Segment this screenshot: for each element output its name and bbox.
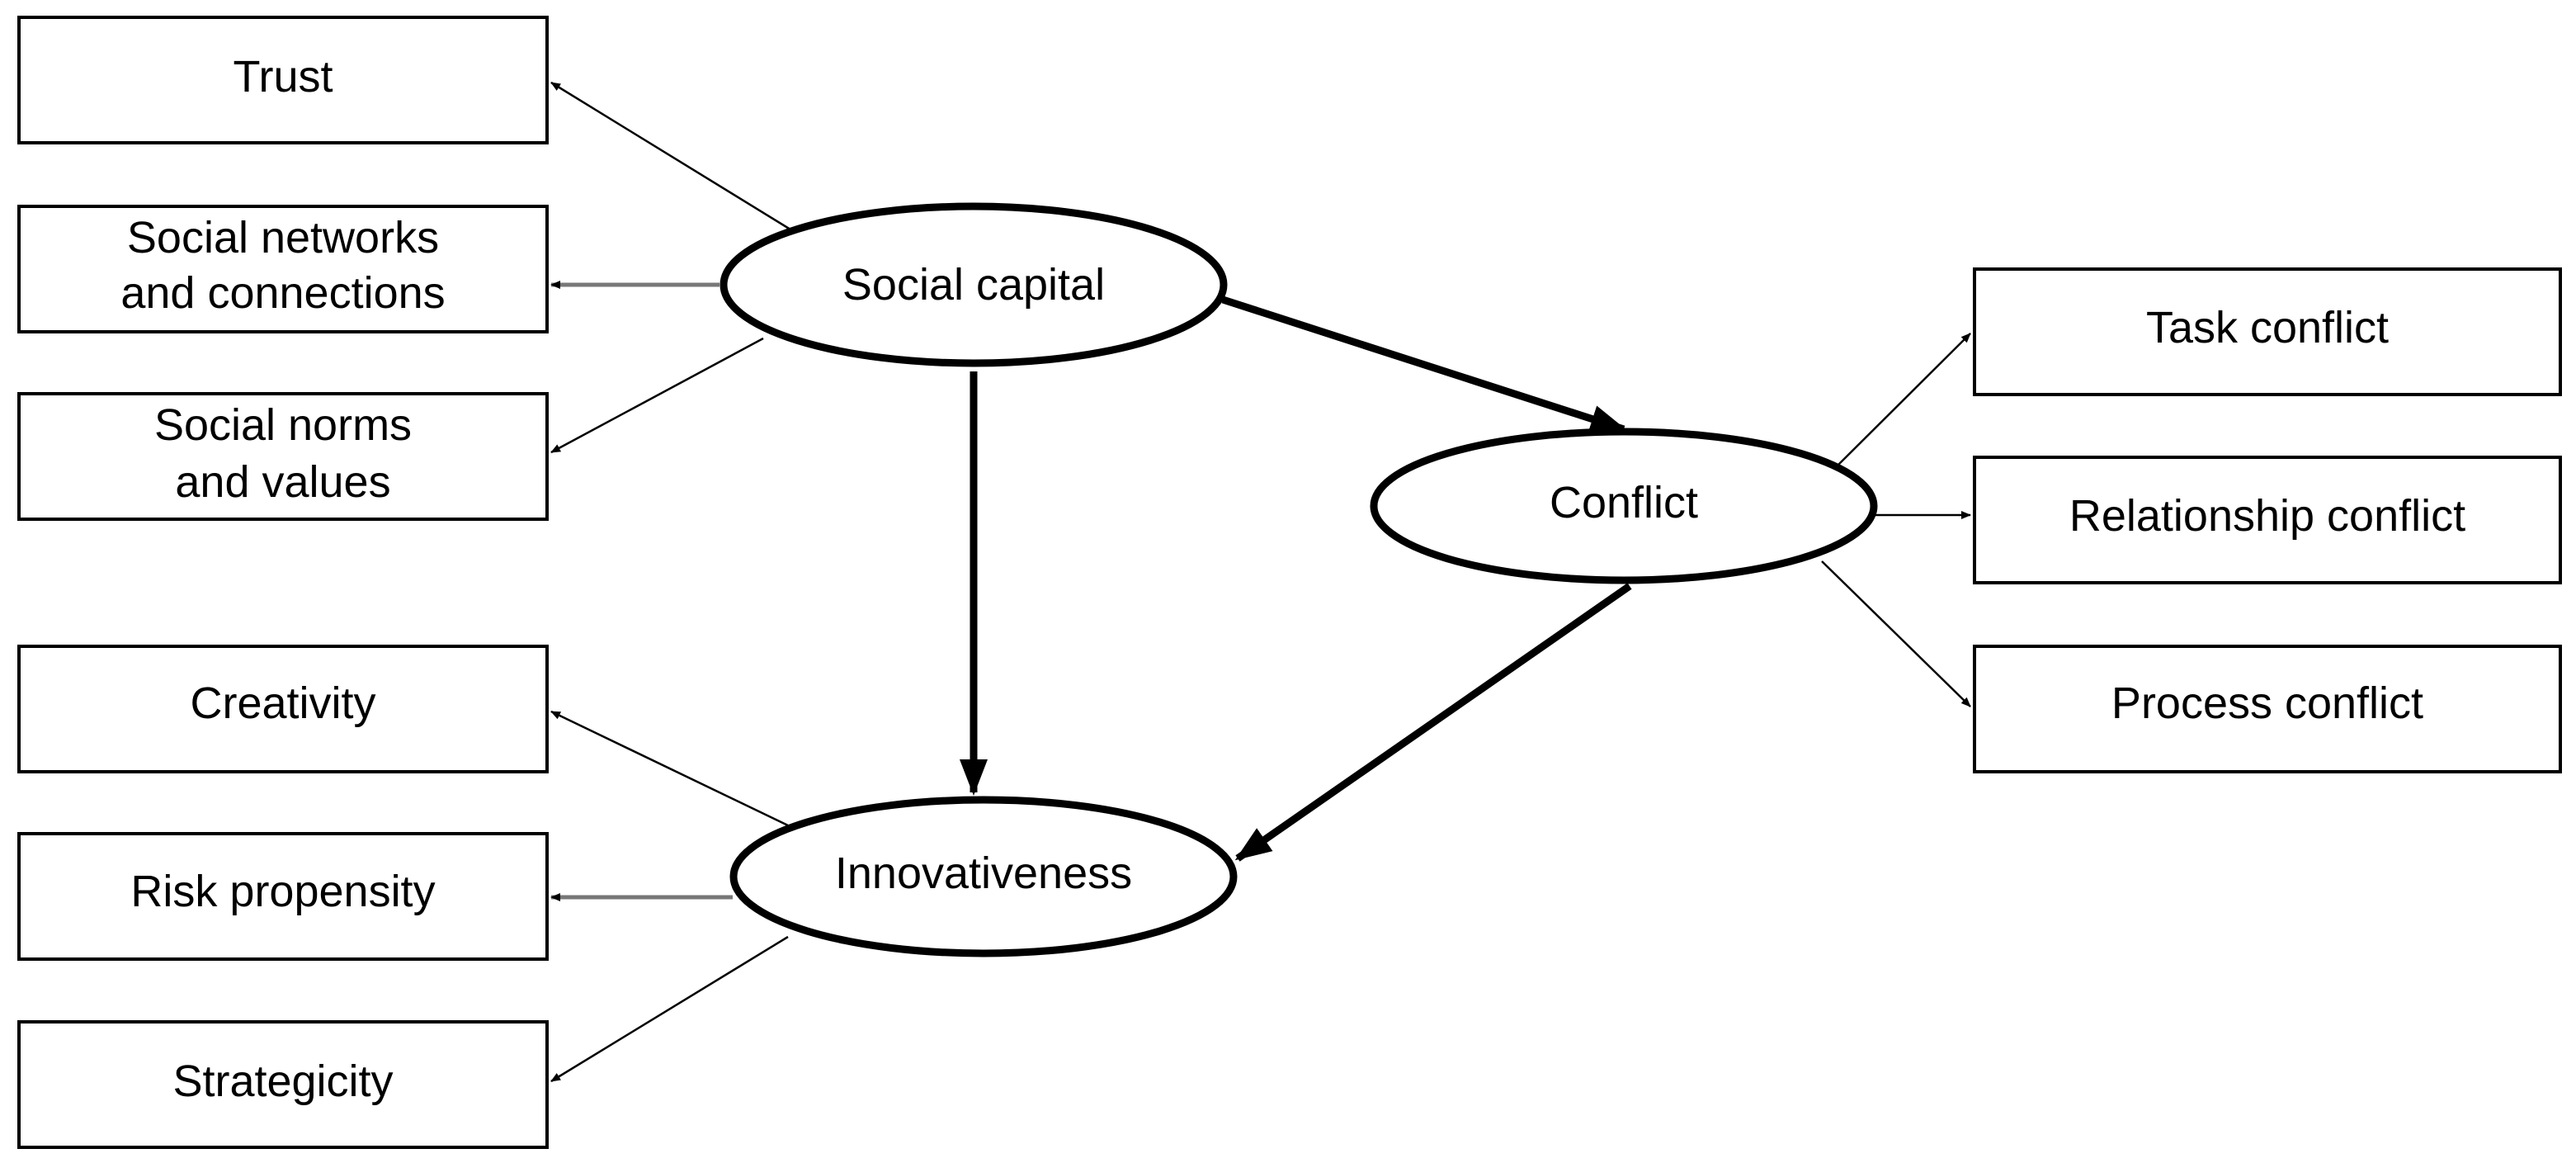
trust-label: Trust: [234, 52, 333, 102]
arrow-social-capital-to-conflict: [1221, 295, 1627, 433]
strategicity-label: Strategicity: [172, 1057, 393, 1106]
relationship-conflict-label: Relationship conflict: [2069, 491, 2465, 541]
risk-propensity-label: Risk propensity: [130, 867, 435, 916]
arrow-conflict-to-task: [1838, 333, 1971, 466]
social-norms-box: Social norms and values: [17, 392, 549, 521]
conflict-node: Conflict: [1370, 428, 1878, 584]
conflict-label: Conflict: [1550, 478, 1698, 527]
social-norms-label-line2: and values: [175, 457, 390, 507]
social-networks-label-line1: Social networks: [127, 213, 439, 262]
social-norms-label-line1: Social norms: [154, 400, 412, 450]
task-conflict-label: Task conflict: [2146, 303, 2389, 352]
innovativeness-node: Innovativeness: [729, 796, 1238, 957]
strategicity-box: Strategicity: [17, 1020, 549, 1149]
arrow-innovativeness-to-strategicity: [550, 935, 789, 1083]
arrow-conflict-to-innovativeness: [1234, 583, 1632, 862]
trust-box: Trust: [17, 16, 549, 144]
creativity-label: Creativity: [190, 678, 375, 728]
innovativeness-label: Innovativeness: [835, 849, 1132, 898]
arrow-social-capital-to-trust: [550, 81, 791, 231]
arrow-innovativeness-to-creativity: [550, 710, 789, 827]
social-capital-node: Social capital: [719, 202, 1228, 367]
process-conflict-label: Process conflict: [2111, 678, 2423, 728]
process-conflict-box: Process conflict: [1973, 645, 2562, 773]
social-capital-label: Social capital: [842, 260, 1105, 310]
social-networks-box: Social networks and connections: [17, 205, 549, 333]
risk-propensity-box: Risk propensity: [17, 832, 549, 961]
creativity-box: Creativity: [17, 645, 549, 773]
relationship-conflict-box: Relationship conflict: [1973, 456, 2562, 584]
arrow-social-capital-to-norms: [550, 337, 764, 454]
arrow-conflict-to-process: [1821, 560, 1971, 707]
task-conflict-box: Task conflict: [1973, 267, 2562, 396]
social-networks-label-line2: and connections: [120, 268, 445, 318]
